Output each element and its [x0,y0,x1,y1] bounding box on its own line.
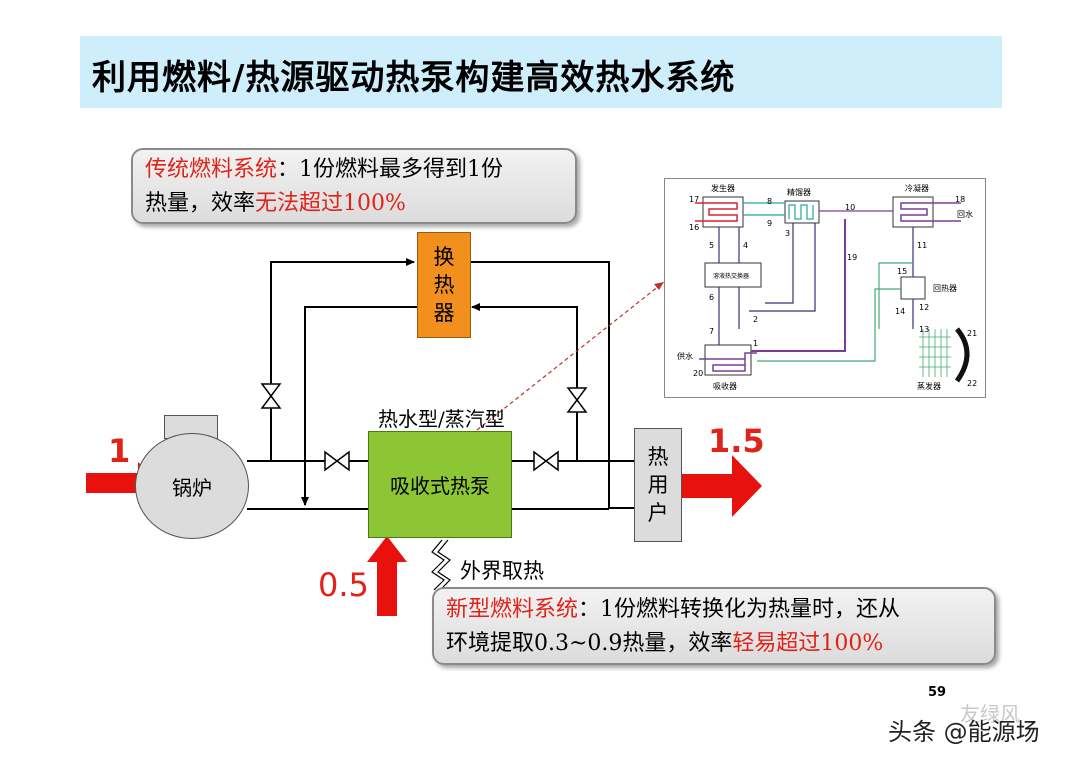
new-system-text-1: ：1份燃料转换化为热量时，还从 [578,597,901,622]
valve-left-vertical [260,383,282,409]
watermark: 头条 @能源场 [888,718,1040,746]
new-system-text-2: 环境提取0.3~0.9热量，效率 [446,631,733,656]
evaporator-label: 蒸发器 [917,382,941,391]
valve-right-horizontal [533,450,559,472]
traditional-efficiency: 无法超过100% [255,191,406,216]
leader-line [476,281,665,431]
generator-label: 发生器 [711,184,735,193]
heat-output-value: 1.5 [708,422,765,460]
page-title: 利用燃料/热源驱动热泵构建高效热水系统 [92,58,736,98]
solution-hx-label: 溶液热交换器 [713,273,750,280]
valve-left-horizontal [324,450,350,472]
traditional-system-callout: 传统燃料系统：1份燃料最多得到1份 热量，效率无法超过100% [131,148,577,224]
page-number: 59 [928,685,947,700]
traditional-label: 传统燃料系统 [145,157,278,182]
faint-watermark: 友绿风 [960,702,1020,726]
absorption-heat-pump: 吸收式热泵 [368,431,512,538]
absorber-label: 吸收器 [713,382,737,391]
ambient-heat-icon [431,539,445,591]
heat-exchanger: 换 热 器 [417,232,471,338]
heat-user: 热 用 户 [634,428,682,542]
new-system-callout: 新型燃料系统：1份燃料转换化为热量时，还从 环境提取0.3~0.9热量，效率轻易… [432,587,996,665]
valve-right-vertical [566,387,588,413]
title-bar: 利用燃料/热源驱动热泵构建高效热水系统 [80,36,1002,108]
fuel-input-value: 1 [108,432,131,470]
rectifier-label: 精馏器 [787,188,811,197]
heat-pump-type-label: 热水型/蒸汽型 [378,407,505,431]
condenser-label: 冷凝器 [905,184,929,193]
traditional-text-1: ：1份燃料最多得到1份 [277,157,504,182]
heat-output-arrow [682,455,762,517]
schematic-lines [695,196,970,383]
supply-water-label: 供水 [677,352,693,361]
boiler: 锅炉 [135,433,249,539]
ambient-heat-label: 外界取热 [460,559,544,583]
return-water-label: 回水 [957,210,973,219]
new-system-efficiency: 轻易超过100% [732,631,884,656]
absorption-cycle-schematic: 发生器 精馏器 冷凝器 回水 溶液热交换器 回热器 供水 吸收器 蒸发器 17 … [664,178,986,398]
pipe-exchanger-to-boiler [301,306,417,506]
recuperator-label: 回热器 [933,284,957,293]
new-system-label: 新型燃料系统 [446,597,579,622]
ambient-input-arrow [367,536,407,616]
traditional-text-2: 热量，效率 [145,191,256,216]
ambient-input-value: 0.5 [318,566,369,604]
pipe-exchanger-to-user [469,261,634,509]
